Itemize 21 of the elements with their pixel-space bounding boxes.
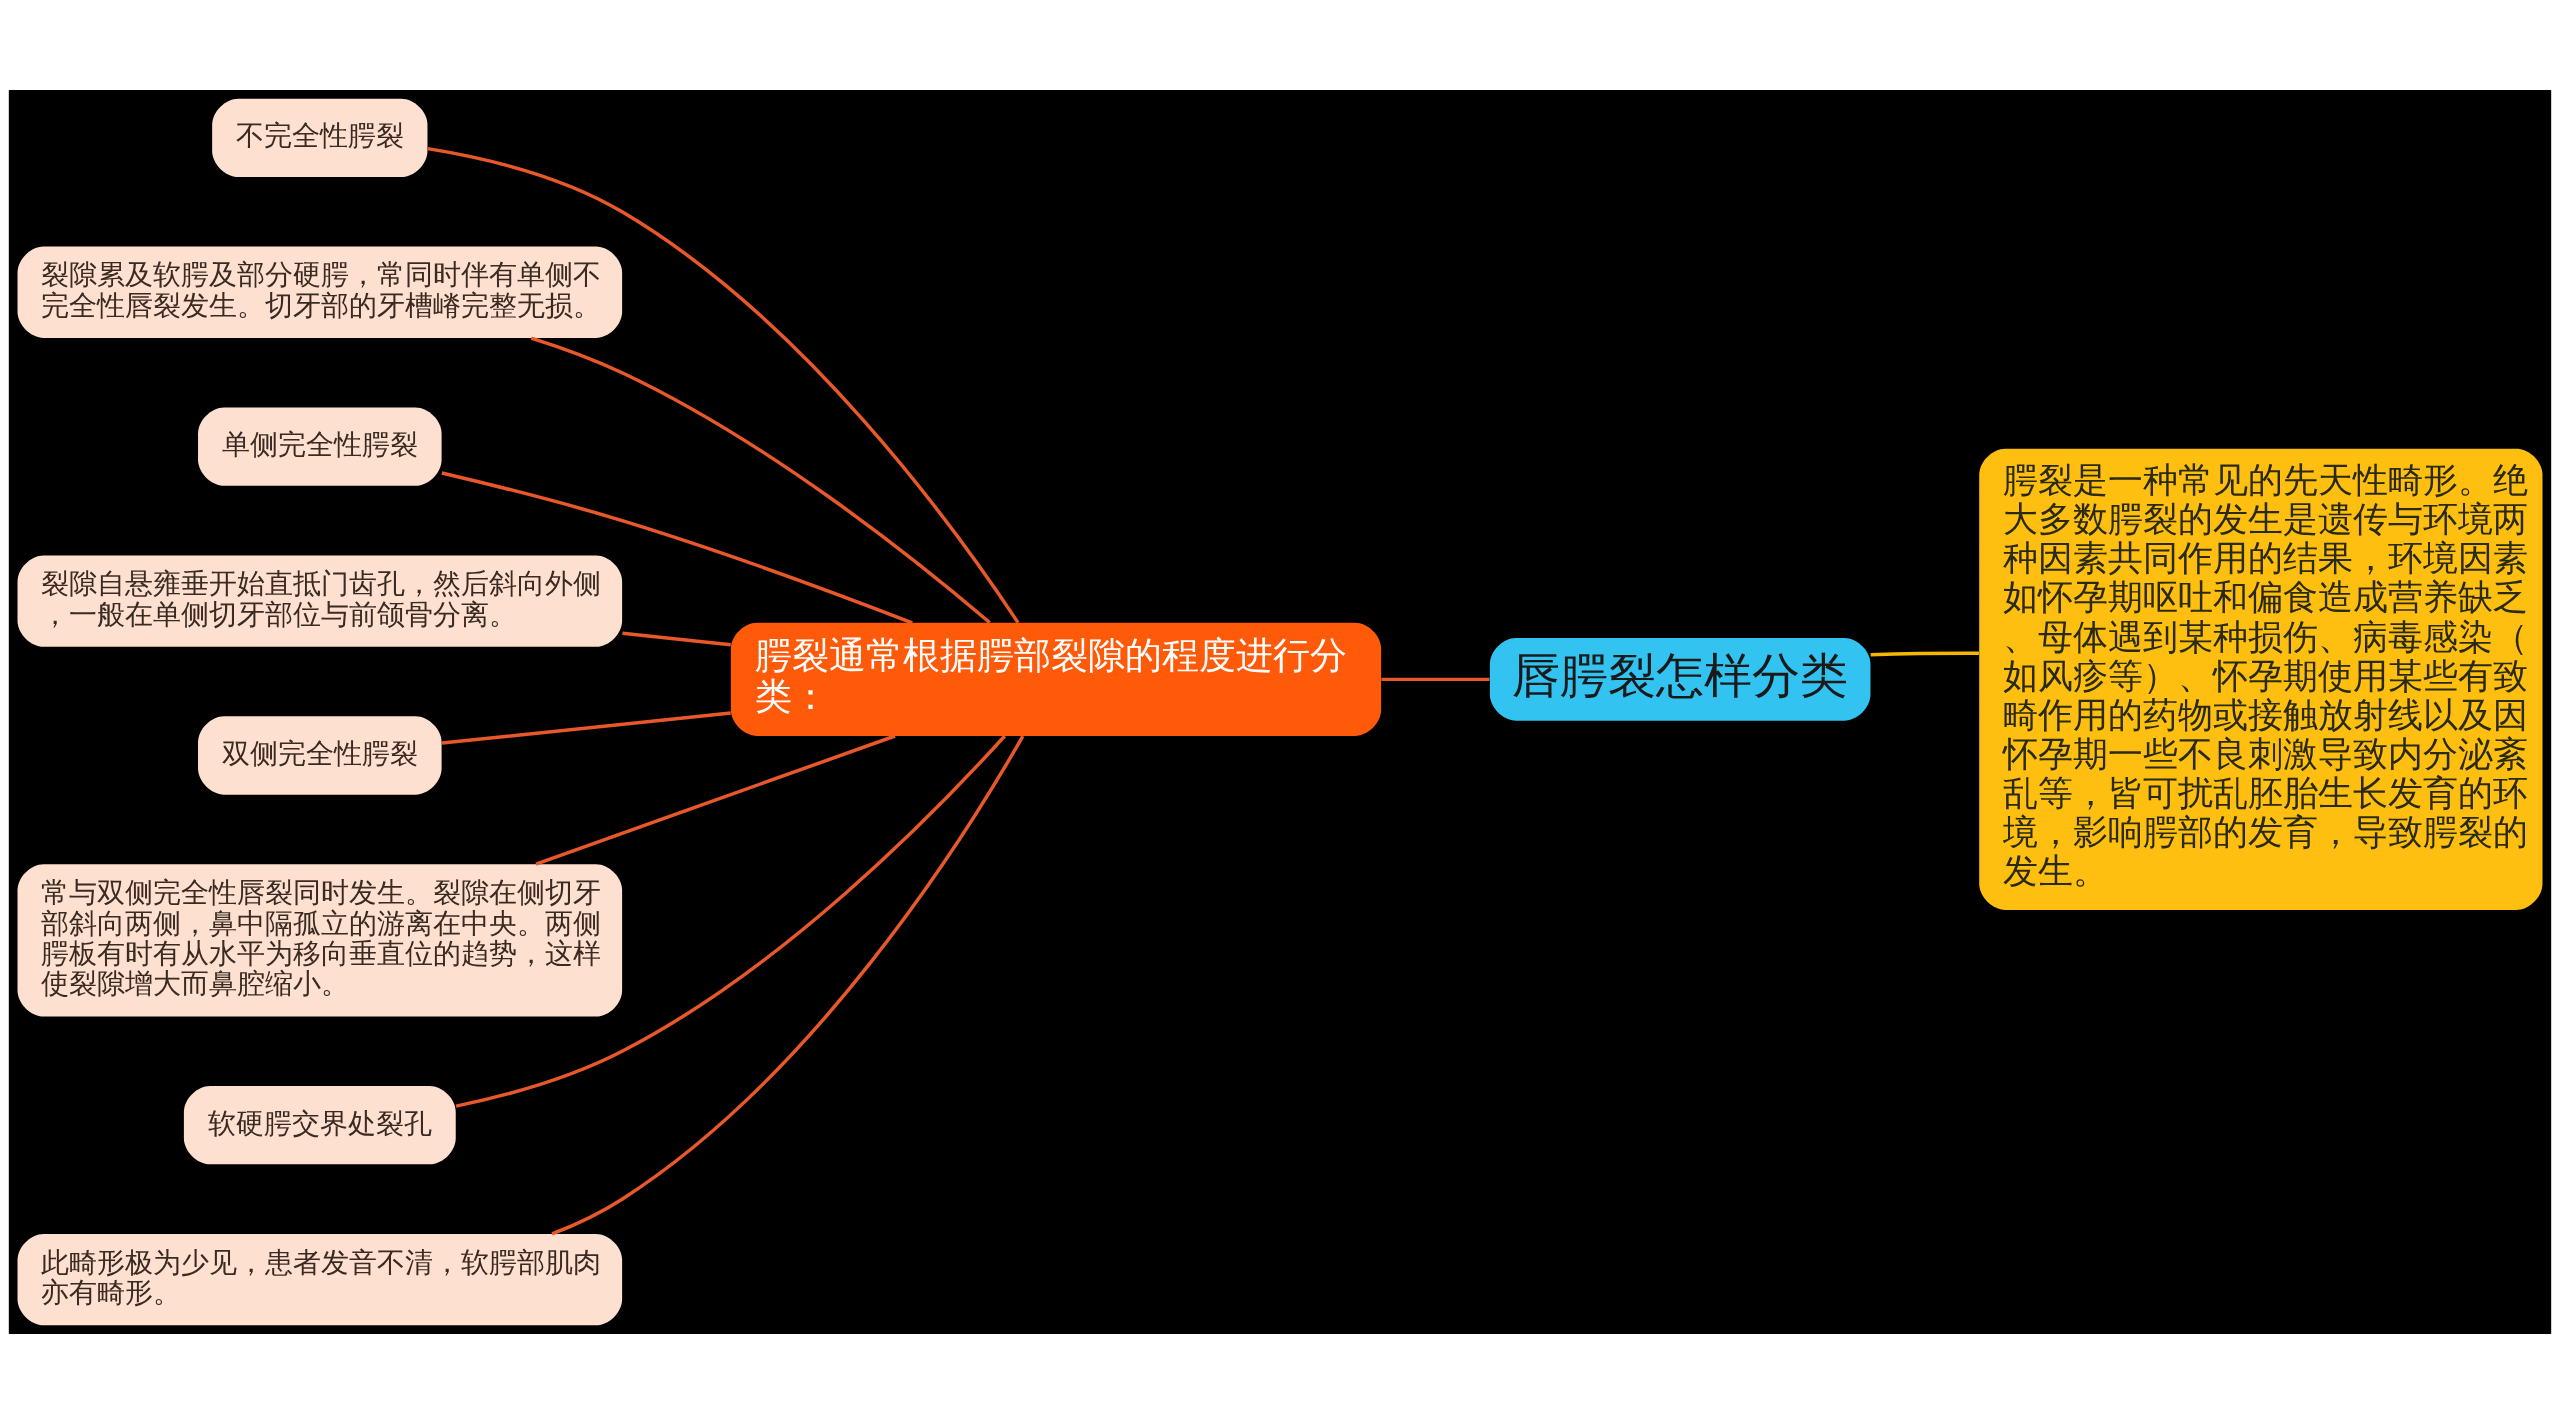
connector bbox=[622, 631, 731, 647]
node-box: 常与双侧完全性唇裂同时发生。裂隙在侧切牙部斜向两侧，鼻中隔孤立的游离在中央。两侧腭板有时有从水平为移向垂直位的趋势，这样使裂隙增大而鼻腔缩小。 bbox=[17, 864, 623, 1017]
node-box: 裂隙累及软腭及部分硬腭，常同时伴有单侧不完全性唇裂发生。切牙部的牙槽嵴完整无损。 bbox=[17, 246, 623, 338]
connector bbox=[1870, 651, 1979, 657]
node-box: 双侧完全性腭裂 bbox=[198, 716, 442, 795]
connector bbox=[551, 735, 1025, 1236]
node-box: 腭裂是一种常见的先天性畸形。绝大多数腭裂的发生是遗传与环境两种因素共同作用的结果，环境因素如怀孕期呕吐和偏食造成营养缺乏、母体遇到某种损伤、病毒感染（如风疹等）、怀孕期使用某些有致畸作用的药物或接触放射线以及因怀孕期一些不良刺激导致内分泌紊乱等，皆可扰乱胚胎生长发育的环境，影响腭部的发育，导致腭裂的发生。 bbox=[1979, 448, 2543, 910]
node-box: 单侧完全性腭裂 bbox=[198, 407, 442, 486]
connector bbox=[441, 471, 913, 625]
connector bbox=[535, 734, 896, 866]
connector bbox=[530, 336, 991, 624]
connector bbox=[1381, 677, 1490, 682]
connector bbox=[441, 711, 731, 745]
node-box: 此畸形极为少见，患者发音不清，软腭部肌肉亦有畸形。 bbox=[17, 1233, 623, 1326]
connector bbox=[427, 146, 1020, 624]
node-box: 唇腭裂怎样分类 bbox=[1489, 638, 1871, 721]
node-box: 裂隙自悬雍垂开始直抵门齿孔，然后斜向外侧，一般在单侧切牙部位与前颌骨分离。 bbox=[17, 555, 623, 647]
node-box: 软硬腭交界处裂孔 bbox=[183, 1086, 456, 1165]
node-box: 腭裂通常根据腭部裂隙的程度进行分类： bbox=[730, 622, 1382, 736]
node-box: 不完全性腭裂 bbox=[212, 98, 428, 177]
connector bbox=[455, 734, 1006, 1108]
